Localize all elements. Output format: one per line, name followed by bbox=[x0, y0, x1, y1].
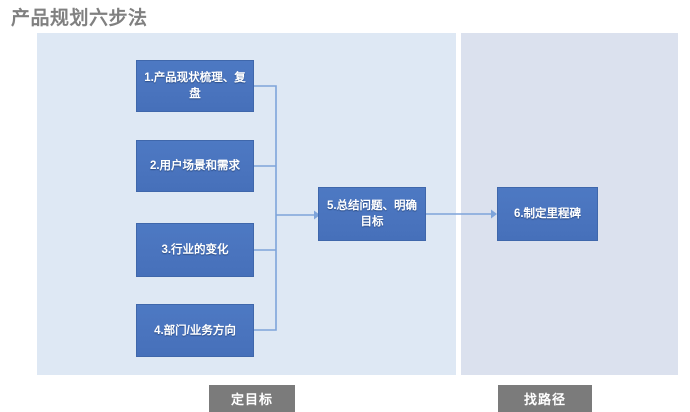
step-box-6[interactable]: 6.制定里程碑 bbox=[497, 187, 598, 241]
step-box-3[interactable]: 3.行业的变化 bbox=[136, 223, 254, 277]
step-box-4[interactable]: 4.部门/业务方向 bbox=[136, 304, 254, 357]
phase-label-goal: 定目标 bbox=[209, 385, 295, 412]
step-box-2[interactable]: 2.用户场景和需求 bbox=[136, 140, 254, 192]
page-title: 产品规划六步法 bbox=[11, 8, 148, 29]
phase-label-path: 找路径 bbox=[498, 385, 592, 412]
step-box-5[interactable]: 5.总结问题、明确目标 bbox=[318, 187, 426, 241]
step-box-1[interactable]: 1.产品现状梳理、复盘 bbox=[136, 60, 254, 112]
